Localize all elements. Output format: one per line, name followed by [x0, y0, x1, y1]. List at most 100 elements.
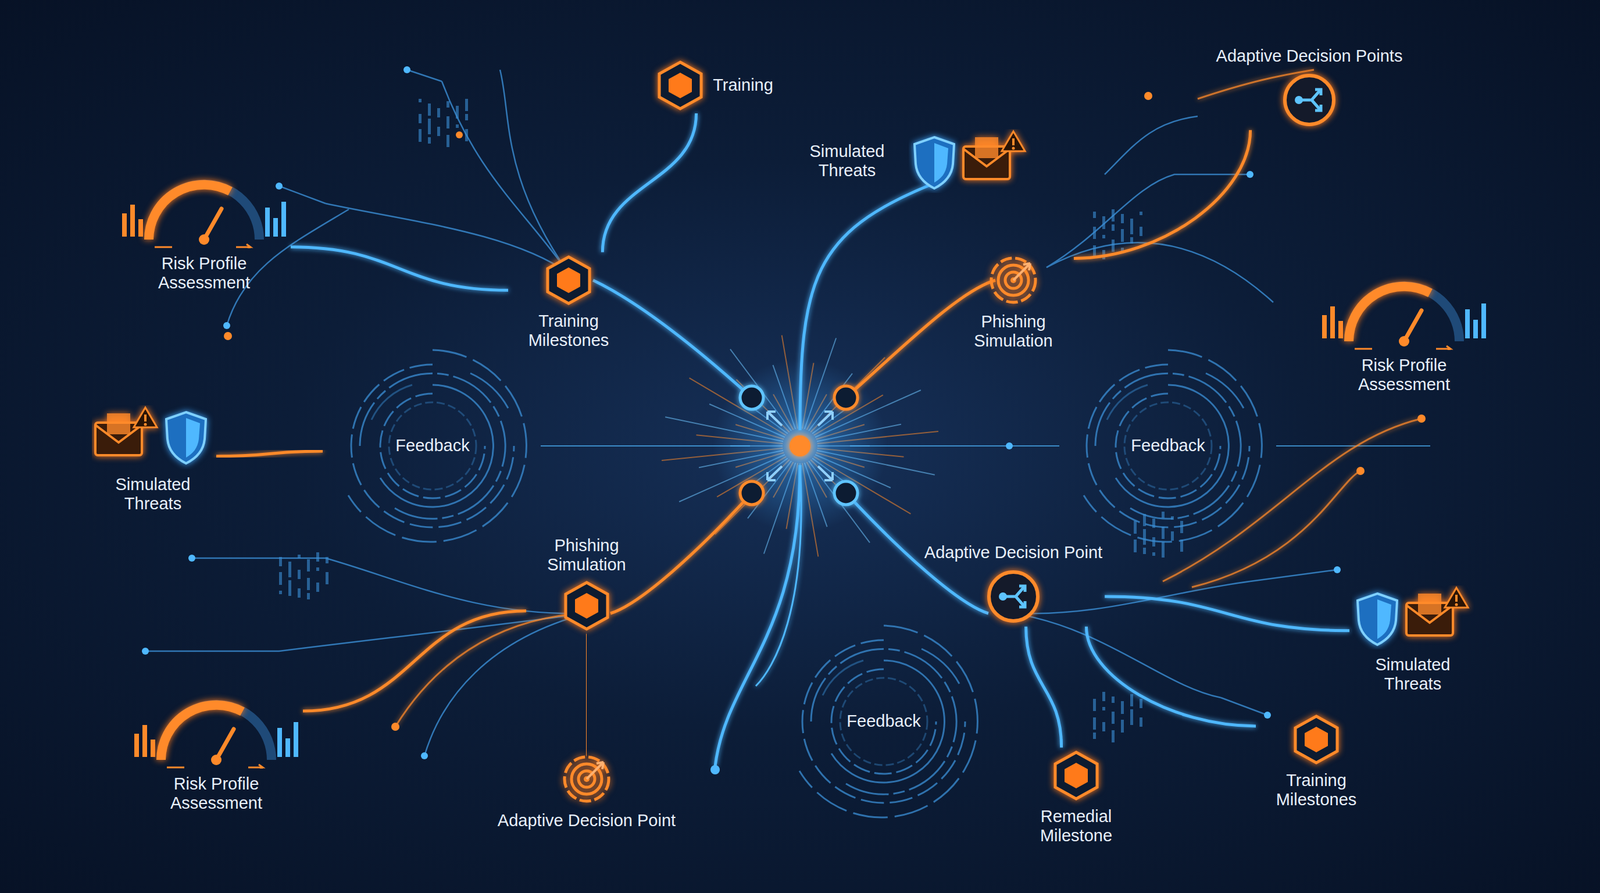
data-pixel — [1111, 239, 1115, 252]
data-pixel — [1111, 243, 1115, 250]
data-pixel — [1139, 226, 1143, 237]
data-pixel — [1120, 701, 1124, 705]
data-pixel — [427, 103, 431, 116]
data-pixel — [455, 124, 459, 128]
data-pixel — [1139, 717, 1143, 727]
feedback-circle: Feedback — [776, 613, 992, 830]
icon-node: Risk Profile Assessment — [131, 687, 301, 814]
gauge-icon — [131, 687, 301, 769]
data-pixel — [1139, 698, 1143, 709]
connector — [602, 113, 696, 253]
data-pixel — [297, 573, 301, 577]
branch-icon — [1281, 72, 1338, 128]
icon-node: Training Milestones — [510, 254, 627, 351]
data-pixel — [437, 126, 441, 137]
data-pixel — [1120, 704, 1124, 714]
data-pixel — [1111, 209, 1115, 222]
gauge-icon — [119, 166, 289, 249]
data-pixel — [306, 593, 310, 600]
connector — [302, 611, 527, 712]
data-pixel — [1102, 234, 1106, 239]
data-pixel — [279, 590, 282, 595]
node-label: Training — [712, 75, 774, 95]
icon-node: Training Milestones — [1258, 713, 1375, 810]
hub-wires — [593, 184, 996, 767]
icon-node: Training — [656, 59, 774, 112]
node-label: Adaptive Decision Point — [924, 543, 1103, 563]
node-label: Phishing Simulation — [528, 536, 645, 575]
data-pixel — [437, 108, 441, 118]
data-pixel — [1133, 543, 1137, 553]
node-label: Simulated Threats — [100, 475, 206, 514]
data-pixel — [1093, 698, 1096, 712]
data-pixel — [279, 556, 282, 567]
data-pixel — [1093, 211, 1096, 219]
circuit-wires — [145, 69, 1338, 756]
data-pixel — [288, 583, 292, 596]
node-label: Risk Profile Assessment — [1343, 355, 1466, 395]
axis-lines — [540, 445, 1431, 447]
data-pixel — [297, 554, 301, 559]
data-pixel — [316, 567, 320, 571]
gauge-icon — [1319, 268, 1489, 350]
data-pixel — [1139, 702, 1143, 706]
node-label: Simulated Threats — [794, 141, 900, 181]
data-pixel — [306, 562, 310, 570]
data-pixel — [418, 113, 422, 124]
connector — [290, 247, 509, 291]
node-label: Risk Profile Assessment — [155, 774, 278, 814]
target-icon — [987, 254, 1040, 307]
hub-core — [789, 435, 811, 457]
data-pixel — [1093, 230, 1096, 237]
data-pixel — [1102, 219, 1106, 230]
data-pixel — [446, 101, 450, 108]
icon-node: Phishing Simulation — [955, 254, 1072, 352]
wire-dots — [141, 66, 1341, 760]
orange-wires — [395, 69, 1422, 727]
hub-arrows — [767, 411, 833, 481]
data-pixel — [1111, 715, 1115, 722]
data-pixel — [446, 116, 450, 129]
data-pixel — [465, 113, 469, 121]
orange-dots — [223, 91, 1426, 731]
data-pixel — [418, 132, 422, 142]
node-label: Risk Profile Assessment — [143, 254, 266, 294]
feedback-circle: Feedback — [1060, 338, 1276, 554]
data-pixels — [279, 98, 1184, 743]
data-pixel — [1111, 711, 1115, 724]
icon-node: Adaptive Decision Points — [1216, 46, 1403, 128]
icon-node: Risk Profile Assessment — [119, 166, 289, 294]
connector — [1073, 130, 1251, 259]
data-pixel — [1093, 702, 1096, 709]
hub-rings — [740, 386, 858, 505]
connector — [584, 633, 588, 751]
data-pixel — [279, 572, 282, 576]
data-pixel — [1161, 545, 1165, 558]
node-label: Training Milestones — [510, 311, 627, 351]
data-pixel — [1161, 526, 1165, 539]
hex-icon — [563, 580, 610, 632]
data-pixel — [1111, 696, 1115, 703]
wire-end-dot — [710, 765, 720, 775]
data-pixel — [1161, 511, 1165, 519]
data-pixel — [279, 575, 282, 585]
node-label: Feedback — [395, 436, 470, 456]
connector — [216, 451, 323, 457]
data-pixel — [1130, 712, 1134, 725]
hex-icon — [656, 59, 704, 112]
icon-node: Adaptive Decision Point — [924, 543, 1103, 624]
icon-node: Adaptive Decision Point — [497, 752, 676, 831]
data-pixel — [1139, 211, 1143, 216]
connector — [1026, 626, 1062, 748]
data-pixel — [1120, 232, 1124, 242]
feedback-circle: Feedback — [325, 338, 541, 554]
data-pixel — [1139, 230, 1143, 234]
data-pixel — [1130, 237, 1134, 244]
data-pixel — [455, 105, 459, 110]
data-pixel — [306, 559, 310, 572]
data-pixel — [455, 109, 459, 119]
node-label: Feedback — [1130, 436, 1205, 456]
data-pixel — [316, 552, 320, 562]
data-pixel — [1102, 706, 1106, 711]
